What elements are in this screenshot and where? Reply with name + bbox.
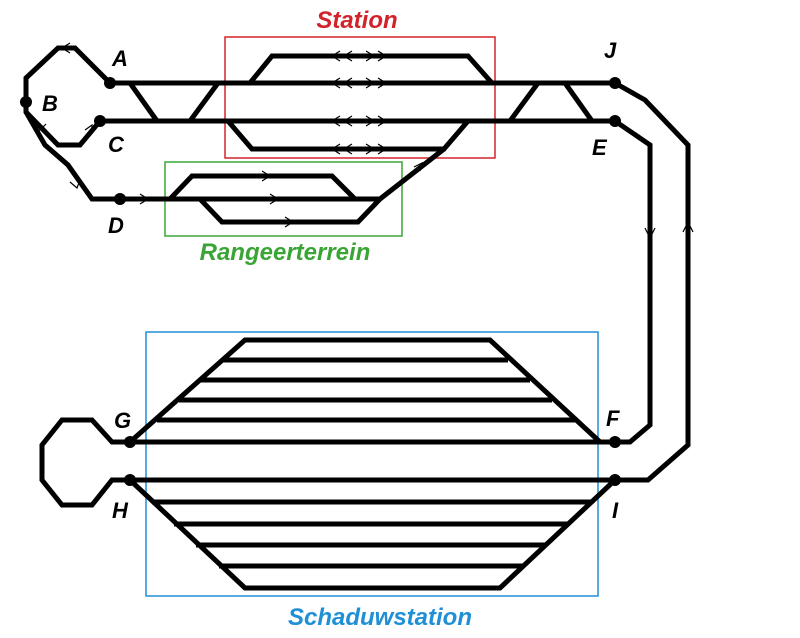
node-a xyxy=(104,77,116,89)
track-yard-lower xyxy=(198,197,382,225)
node-b xyxy=(20,96,32,108)
arrow-station-upper-1 xyxy=(330,50,388,62)
node-i xyxy=(609,474,621,486)
label-f: F xyxy=(606,406,620,431)
arrow-loop-b-down xyxy=(36,121,47,132)
arrow-c-entry xyxy=(84,123,93,134)
label-e: E xyxy=(592,135,608,160)
track-crossover-right-1 xyxy=(507,81,541,123)
track-station-upper-loop xyxy=(248,53,494,85)
track-yard-upper xyxy=(168,173,357,201)
node-e xyxy=(609,115,621,127)
schaduwstation-zone-box xyxy=(145,331,599,597)
station-label: Station xyxy=(316,7,397,34)
arrow-j-i-up xyxy=(682,220,694,233)
station-zone-box xyxy=(224,36,496,159)
arrow-d-entry xyxy=(139,193,150,205)
track-crossover-left-2 xyxy=(187,81,221,123)
arrow-station-upper-2 xyxy=(330,77,388,89)
arrow-yard-exit xyxy=(413,161,423,172)
node-d xyxy=(114,193,126,205)
arrow-e-f-down xyxy=(644,227,656,240)
label-h: H xyxy=(112,498,129,523)
arrow-b-to-d xyxy=(69,179,81,190)
label-j: J xyxy=(604,38,617,63)
arrow-station-lower-1 xyxy=(330,115,388,127)
track-loop-g-h xyxy=(39,417,130,508)
track-loop-b xyxy=(23,45,112,148)
track-shadow-bottom-outer xyxy=(128,478,617,591)
arrow-yard-upper xyxy=(261,170,272,182)
node-j xyxy=(609,77,621,89)
track-j-to-i xyxy=(613,80,691,483)
node-g xyxy=(124,436,136,448)
label-c: C xyxy=(108,132,125,157)
arrow-yard-main xyxy=(269,193,280,205)
label-i: I xyxy=(612,498,619,523)
node-f xyxy=(609,436,621,448)
rangeerterrein-label: Rangeerterrein xyxy=(200,239,371,266)
label-g: G xyxy=(114,408,131,433)
track-station-to-yard xyxy=(378,147,446,201)
track-b-to-d xyxy=(23,110,120,202)
node-c xyxy=(94,115,106,127)
track-crossover-right-2 xyxy=(562,81,595,123)
label-d: D xyxy=(108,213,124,238)
arrow-station-lower-2 xyxy=(330,143,388,155)
schaduwstation-label: Schaduwstation xyxy=(288,604,472,631)
track-shadow-top-outer xyxy=(128,337,602,444)
arrow-yard-lower xyxy=(284,216,295,228)
label-a: A xyxy=(111,46,128,71)
track-station-lower-loop xyxy=(226,119,470,152)
node-h xyxy=(124,474,136,486)
track-e-to-f xyxy=(613,118,653,445)
arrow-loop-b-top xyxy=(60,42,71,54)
track-crossover-left-1 xyxy=(127,81,160,123)
label-b: B xyxy=(42,91,58,116)
